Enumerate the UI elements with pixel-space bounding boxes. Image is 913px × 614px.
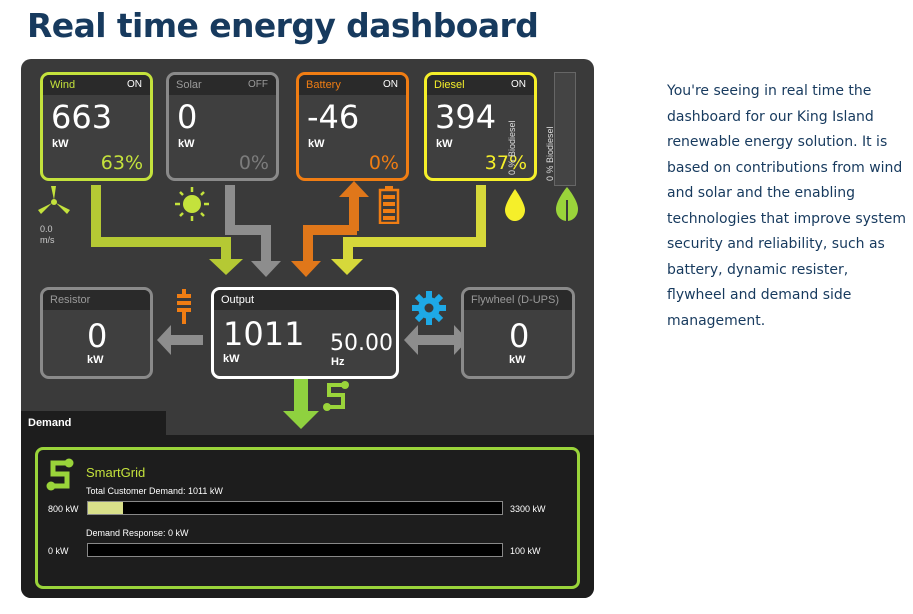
demand-response-label: Demand Response: 0 kW xyxy=(86,528,189,538)
flow-arrows xyxy=(91,181,486,429)
battery-pct: 0% xyxy=(368,152,399,174)
output-arrow xyxy=(283,411,319,429)
battery-status: ON xyxy=(383,79,398,90)
output-freq-unit: Hz xyxy=(331,356,345,368)
flywheel-unit: kW xyxy=(509,354,526,366)
wind-label: Wind xyxy=(50,79,76,91)
total-demand-label: Total Customer Demand: 1011 kW xyxy=(86,486,223,496)
diesel-pct: 37% xyxy=(484,152,527,174)
solar-card[interactable]: Solar OFF 0 kW 0% xyxy=(166,72,279,181)
total-demand-bar xyxy=(87,501,503,515)
diesel-unit: kW xyxy=(436,138,453,150)
demand-response-bar xyxy=(87,543,503,557)
energy-dashboard: Wind ON 663 kW 63% Solar OFF 0 kW 0% Batte… xyxy=(21,59,594,598)
sun-icon xyxy=(175,187,209,221)
wind-unit: kW xyxy=(52,138,69,150)
description-text: You're seeing in real time the dashboard… xyxy=(667,83,906,329)
fuel-drop-icon xyxy=(505,189,525,221)
solar-pct: 0% xyxy=(238,152,269,174)
wind-arrow xyxy=(209,259,243,275)
battery-unit: kW xyxy=(308,138,325,150)
wind-speed-unit: m/s xyxy=(40,235,55,245)
biodiesel-label-b: 0 % Biodiesel xyxy=(545,126,555,181)
resistor-value: 0 xyxy=(87,317,108,355)
diesel-arrow xyxy=(331,259,363,275)
smartgrid-logo-icon xyxy=(46,458,74,491)
smartgrid-title: SmartGrid xyxy=(86,465,146,480)
wind-status: ON xyxy=(127,79,142,90)
biodiesel-bar-b xyxy=(554,72,576,186)
resistor-label: Resistor xyxy=(50,294,91,306)
wind-pct: 63% xyxy=(100,152,143,174)
demand-panel: SmartGrid Total Customer Demand: 1011 kW… xyxy=(21,435,594,598)
wind-speed-value: 0.0 xyxy=(40,224,53,234)
gear-icon xyxy=(412,291,446,325)
page-title: Real time energy dashboard xyxy=(27,6,539,45)
output-power: 1011 xyxy=(223,315,305,353)
total-demand-min: 800 kW xyxy=(48,504,79,514)
flywheel-value: 0 xyxy=(509,317,530,355)
battery-up-arrow xyxy=(339,181,369,197)
battery-label: Battery xyxy=(306,79,341,91)
diesel-status: ON xyxy=(511,79,526,90)
diesel-card[interactable]: Diesel ON 394 kW 37% xyxy=(424,72,537,181)
smartgrid-panel: SmartGrid Total Customer Demand: 1011 kW… xyxy=(35,447,580,589)
solar-status: OFF xyxy=(248,79,268,90)
biodiesel-label-a: 0 % Biodiesel xyxy=(507,120,517,175)
battery-card[interactable]: Battery ON -46 kW 0% xyxy=(296,72,409,181)
solar-unit: kW xyxy=(178,138,195,150)
output-power-unit: kW xyxy=(223,353,240,365)
solar-label: Solar xyxy=(176,79,202,91)
flywheel-label: Flywheel (D-UPS) xyxy=(471,294,560,306)
wind-card[interactable]: Wind ON 663 kW 63% xyxy=(40,72,153,181)
resistor-unit: kW xyxy=(87,354,104,366)
battery-down-arrow xyxy=(291,261,321,277)
diesel-label: Diesel xyxy=(434,79,465,91)
output-label: Output xyxy=(221,294,255,306)
battery-icon xyxy=(378,186,400,224)
resistor-icon xyxy=(177,289,191,324)
total-demand-fill xyxy=(88,502,124,514)
demand-response-max: 100 kW xyxy=(510,546,541,556)
demand-response-min: 0 kW xyxy=(48,546,69,556)
diesel-value: 394 xyxy=(435,98,497,136)
resistor-arrow xyxy=(157,325,171,355)
output-card[interactable]: Output 1011 kW 50.00 Hz xyxy=(211,287,399,379)
solar-arrow xyxy=(251,261,281,277)
battery-value: -46 xyxy=(307,98,360,136)
output-freq: 50.00 xyxy=(330,331,393,356)
resistor-card[interactable]: Resistor 0 kW xyxy=(40,287,153,379)
wind-turbine-icon xyxy=(38,186,70,214)
flywheel-card[interactable]: Flywheel (D-UPS) 0 kW xyxy=(461,287,575,379)
wind-value: 663 xyxy=(51,98,113,136)
demand-tab[interactable]: Demand xyxy=(21,411,166,435)
solar-value: 0 xyxy=(177,98,198,136)
total-demand-max: 3300 kW xyxy=(510,504,546,514)
smartgrid-icon xyxy=(323,381,349,411)
leaf-icon xyxy=(556,187,578,223)
